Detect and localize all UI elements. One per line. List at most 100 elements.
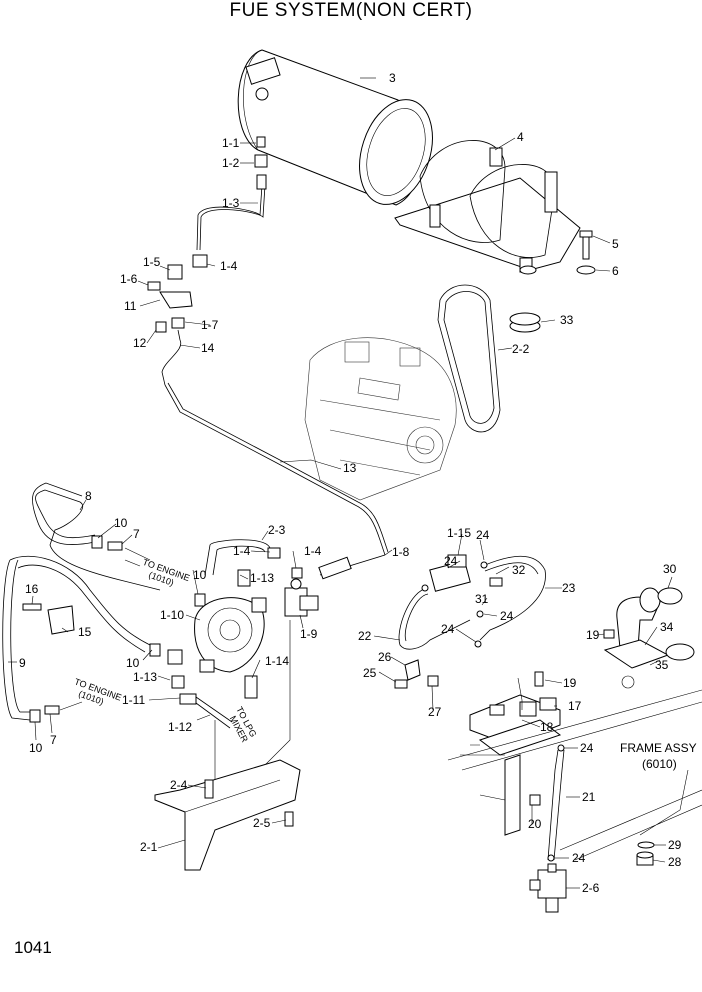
fitting-1-6 — [147, 281, 161, 291]
hose-21 — [547, 749, 565, 861]
elbow-1-4 — [192, 254, 208, 268]
note-to-lpg-mixer: TO LPG MIXER — [228, 705, 259, 744]
hose-1-12 — [195, 696, 233, 729]
callout-10a: 10 — [114, 516, 128, 530]
hose-22 — [398, 587, 471, 650]
fitting-7a — [107, 541, 123, 551]
clamp-24c — [476, 610, 484, 618]
callout-16: 16 — [25, 582, 39, 596]
callout-13: 13 — [343, 461, 357, 475]
washer — [576, 265, 596, 275]
fitting-1-2 — [254, 154, 268, 168]
callout-1-6: 1-6 — [120, 272, 138, 286]
fitting-1-5 — [167, 264, 183, 280]
callout-17: 17 — [568, 699, 582, 713]
callout-14: 14 — [201, 341, 215, 355]
note-to-engine-1: TO ENGINE (1010) — [141, 557, 191, 588]
callout-1-4c: 1-4 — [304, 544, 322, 558]
nut-27 — [427, 675, 439, 687]
callout-24b: 24 — [476, 528, 490, 542]
callout-18: 18 — [540, 720, 554, 734]
page-number: 1041 — [14, 938, 52, 957]
filler-neck — [603, 587, 695, 689]
regulator-housing — [469, 694, 562, 836]
callout-11: 11 — [124, 299, 137, 313]
clamp-24d — [474, 640, 482, 648]
callout-24d: 24 — [441, 622, 455, 636]
callout-1-2: 1-2 — [222, 156, 240, 170]
callout-10b: 10 — [193, 568, 207, 582]
callout-8: 8 — [85, 489, 92, 503]
callout-1-5: 1-5 — [143, 255, 161, 269]
bracket-17 — [539, 697, 557, 711]
callout-2-3: 2-3 — [268, 523, 286, 537]
callout-1-10: 1-10 — [160, 608, 184, 622]
callout-1-4b: 1-4 — [233, 544, 251, 558]
hose-8 — [35, 489, 161, 591]
callout-12: 12 — [133, 336, 147, 350]
callout-23: 23 — [562, 581, 576, 595]
callout-30: 30 — [663, 562, 677, 576]
bracket-11 — [159, 291, 193, 309]
callout-26: 26 — [378, 650, 392, 664]
callout-1-1: 1-1 — [222, 136, 240, 150]
callout-27: 27 — [428, 705, 442, 719]
callout-1-15: 1-15 — [447, 526, 471, 540]
callout-1-9: 1-9 — [300, 627, 318, 641]
callout-25: 25 — [363, 666, 377, 680]
leader-lines — [8, 77, 673, 889]
callout-24a: 24 — [444, 554, 458, 568]
bolt-32 — [489, 577, 503, 587]
bolt — [579, 230, 593, 260]
bolt-16 — [22, 603, 42, 611]
callout-24e: 24 — [580, 741, 594, 755]
callout-1-3: 1-3 — [222, 196, 240, 210]
elbow-1-13a — [167, 649, 183, 665]
callout-1-8: 1-8 — [392, 545, 410, 559]
strap — [437, 284, 501, 433]
callout-20: 20 — [528, 817, 542, 831]
callout-1-12: 1-12 — [168, 720, 192, 734]
elbow-1-4c — [291, 567, 303, 579]
hose-14 — [161, 329, 182, 386]
callout-1-7: 1-7 — [201, 318, 219, 332]
rubber-pad — [509, 312, 541, 333]
frame-assy-lines — [447, 689, 702, 861]
note-frame-assy-code: (6010) — [642, 757, 677, 771]
callout-1-4: 1-4 — [220, 259, 238, 273]
clamp-24f — [547, 854, 555, 862]
tank-bracket — [394, 140, 581, 275]
callout-24c: 24 — [500, 609, 514, 623]
solenoid-valve — [284, 578, 319, 617]
clamp-24e — [557, 744, 565, 752]
fitting-1-11 — [179, 693, 197, 705]
callout-2-1: 2-1 — [140, 840, 158, 854]
callout-9: 9 — [19, 656, 26, 670]
callout-29: 29 — [668, 838, 682, 852]
clamp-10c — [149, 643, 161, 657]
clamp-24a — [421, 584, 429, 592]
clamp-24b — [480, 561, 488, 569]
fitting-1-7 — [171, 317, 185, 329]
callout-2-6: 2-6 — [582, 881, 600, 895]
callout-19a: 19 — [563, 676, 577, 690]
lpg-tank — [237, 49, 433, 206]
note-to-engine-2: TO ENGINE (1010) — [73, 676, 123, 706]
hose-23 — [479, 555, 546, 641]
callout-7b: 7 — [50, 733, 57, 747]
fitting-7b — [44, 705, 60, 715]
page-title: FUE SYSTEM(NON CERT) — [229, 0, 473, 21]
callout-7a: 7 — [133, 527, 140, 541]
callout-28: 28 — [668, 855, 682, 869]
clamp-10b — [194, 593, 206, 607]
clip-15 — [47, 605, 75, 635]
callout-1-13b: 1-13 — [133, 670, 157, 684]
callout-3: 3 — [389, 71, 396, 85]
vaporizer — [194, 569, 267, 673]
callout-2-2: 2-2 — [512, 342, 530, 356]
callout-labels: 1-1 1-2 1-3 1-4 1-5 1-6 11 1-7 12 14 3 4… — [19, 71, 682, 895]
plug-28 — [636, 851, 654, 866]
callout-1-11: 1-11 — [122, 693, 145, 707]
bolt-19a — [534, 671, 544, 687]
